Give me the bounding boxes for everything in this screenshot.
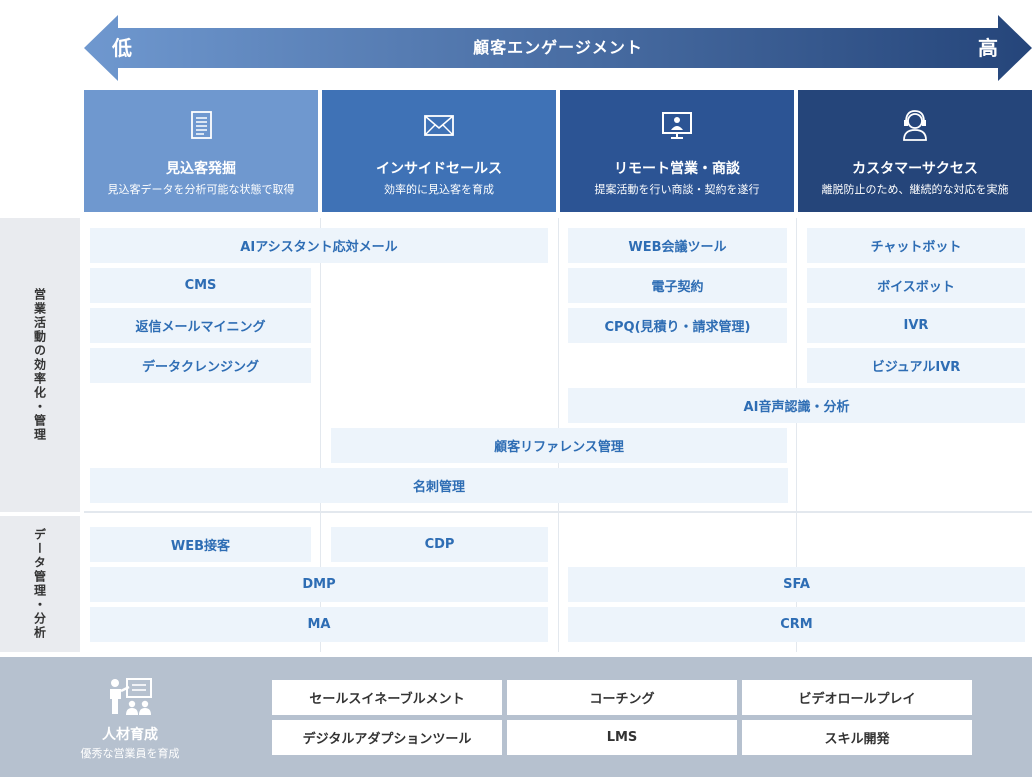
row-label-text: データ管理・分析	[32, 528, 47, 640]
engagement-title: 顧客エンゲージメント	[473, 38, 643, 57]
training-item: コーチング	[507, 680, 737, 715]
tool-data-cleansing: データクレンジング	[90, 348, 311, 383]
tool-cpq: CPQ(見積り・請求管理)	[568, 308, 787, 343]
tool-web-service: WEB接客	[90, 527, 311, 562]
engagement-low-label: 低	[112, 36, 132, 60]
stage-subtitle: 見込客データを分析可能な状態で取得	[107, 183, 295, 196]
tool-cdp: CDP	[331, 527, 548, 562]
row-divider	[84, 511, 1032, 513]
tool-dmp: DMP	[90, 567, 548, 602]
stage-header-customer-success: カスタマーサクセス 離脱防止のため、継続的な対応を実施	[798, 90, 1032, 212]
trainer-icon	[110, 678, 152, 715]
training-item: スキル開発	[742, 720, 972, 755]
stage-title: カスタマーサクセス	[852, 161, 978, 177]
tool-reference-mgmt: 顧客リファレンス管理	[331, 428, 787, 463]
stage-subtitle: 提案活動を行い商談・契約を遂行	[594, 183, 760, 196]
monitor-presenter-icon	[662, 112, 692, 139]
stage-subtitle: 離脱防止のため、継続的な対応を実施	[821, 183, 1009, 196]
engagement-high-label: 高	[978, 36, 998, 60]
row-label-data: データ管理・分析	[0, 516, 80, 652]
row-label-efficiency: 営業活動の効率化・管理	[0, 218, 80, 512]
mail-icon	[424, 115, 454, 136]
tool-visual-ivr: ビジュアルIVR	[807, 348, 1025, 383]
training-title: 人材育成	[102, 727, 158, 743]
training-band: 人材育成 優秀な営業員を育成 セールスイネーブルメント コーチング ビデオロール…	[0, 657, 1032, 777]
tool-voicebot: ボイスボット	[807, 268, 1025, 303]
tool-cms: CMS	[90, 268, 311, 303]
tool-ivr: IVR	[807, 308, 1025, 343]
stage-header-remote-sales: リモート営業・商談 提案活動を行い商談・契約を遂行	[560, 90, 794, 212]
engagement-arrow: 低 顧客エンゲージメント 高	[84, 15, 1032, 81]
training-subtitle: 優秀な営業員を育成	[80, 747, 180, 760]
document-icon	[191, 111, 212, 139]
tool-business-card: 名刺管理	[90, 468, 788, 503]
tool-chatbot: チャットボット	[807, 228, 1025, 263]
tool-reply-mining: 返信メールマイニング	[90, 308, 311, 343]
stage-header-inside-sales: インサイドセールス 効率的に見込客を育成	[322, 90, 556, 212]
grid-divider	[320, 218, 321, 652]
grid-divider	[796, 218, 797, 652]
arrow-shape	[84, 15, 1032, 81]
stage-header-prospecting: 見込客発掘 見込客データを分析可能な状態で取得	[84, 90, 318, 212]
row-label-text: 営業活動の効率化・管理	[32, 288, 47, 442]
stage-title: インサイドセールス	[376, 161, 502, 177]
tool-ma: MA	[90, 607, 548, 642]
tool-e-contract: 電子契約	[568, 268, 787, 303]
training-item: デジタルアダプションツール	[272, 720, 502, 755]
stage-title: リモート営業・商談	[614, 161, 740, 177]
tool-sfa: SFA	[568, 567, 1025, 602]
stage-title: 見込客発掘	[166, 161, 236, 177]
headset-operator-icon	[903, 110, 927, 141]
tool-ai-assistant-mail: AIアシスタント応対メール	[90, 228, 548, 263]
training-item: セールスイネーブルメント	[272, 680, 502, 715]
tool-web-meeting: WEB会議ツール	[568, 228, 787, 263]
training-item: LMS	[507, 720, 737, 755]
tool-ai-voice-analysis: AI音声認識・分析	[568, 388, 1025, 423]
stage-subtitle: 効率的に見込客を育成	[384, 183, 494, 196]
tool-crm: CRM	[568, 607, 1025, 642]
training-item: ビデオロールプレイ	[742, 680, 972, 715]
